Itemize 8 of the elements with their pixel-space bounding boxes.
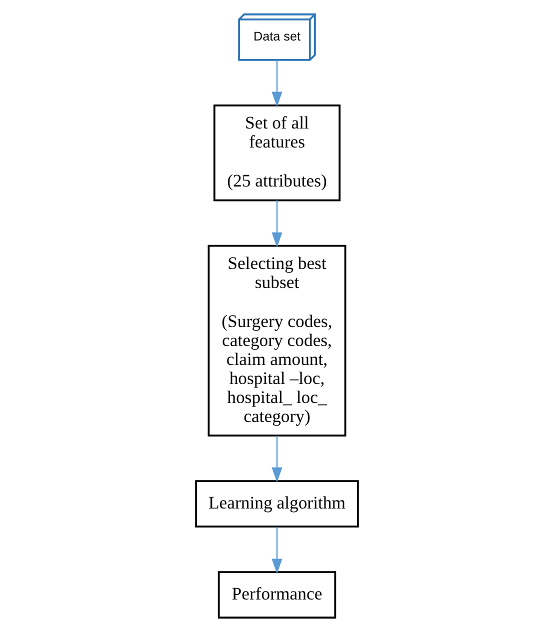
node-box: Learning algorithm	[194, 480, 358, 528]
arrow	[271, 526, 282, 574]
arrow	[271, 60, 282, 107]
node-box: Performance	[217, 571, 336, 619]
arrow	[271, 200, 282, 248]
arrow	[271, 436, 282, 483]
node-box: Set of all features (25 attributes)	[212, 104, 340, 202]
node-box: Selecting best subset (Surgery codes, category codes, claim amount, hospital –loc, hospital_ loc_ category)	[207, 244, 346, 436]
